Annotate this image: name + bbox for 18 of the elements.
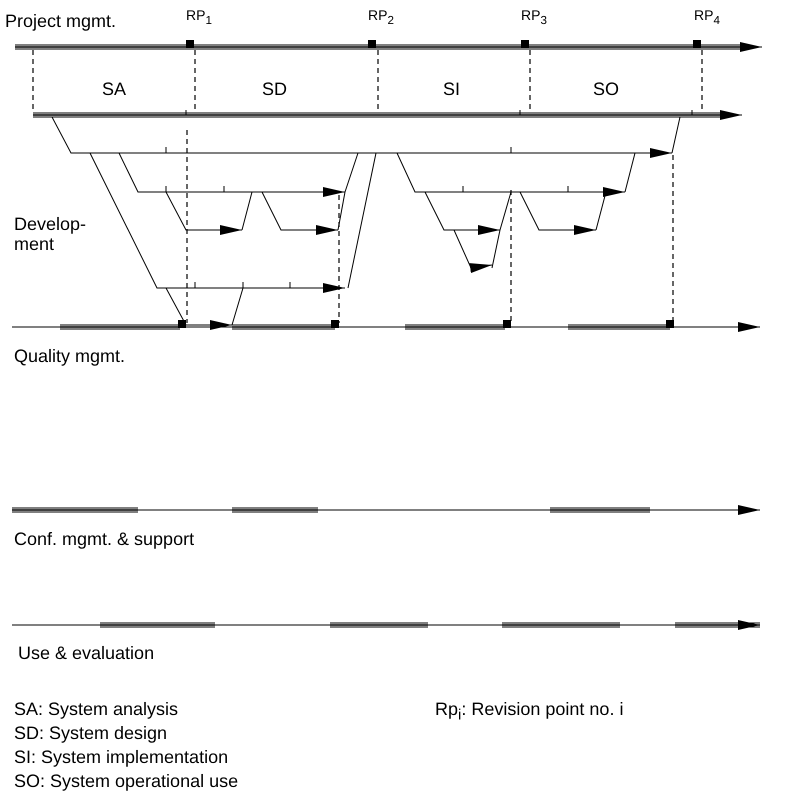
row-label: Project mgmt. xyxy=(5,12,116,32)
phase-label: SA xyxy=(102,80,126,100)
legend-text: SI: System implementation xyxy=(14,748,228,768)
phase-label: SD xyxy=(262,80,288,100)
milestone-label: RP$_{1}$ xyxy=(186,8,212,28)
row-label: Use & evaluation xyxy=(18,644,154,664)
legend-text: SA: System analysis xyxy=(14,700,178,720)
legend-text: Rp$_{i}$: Revision point no. i xyxy=(435,700,624,724)
milestone-label: RP$_{4}$ xyxy=(694,8,720,28)
legend-text: SD: System design xyxy=(14,724,168,744)
row-label: Quality mgmt. xyxy=(14,347,126,367)
milestone-label: RP$_{2}$ xyxy=(368,8,394,28)
row-label: Develop- ment xyxy=(14,215,88,255)
phase-label: SO xyxy=(593,80,620,100)
row-label: Conf. mgmt. & support xyxy=(14,530,194,550)
legend-text: SO: System operational use xyxy=(14,772,238,792)
phase-label: SI xyxy=(443,80,460,100)
milestone-label: RP$_{3}$ xyxy=(521,8,547,28)
